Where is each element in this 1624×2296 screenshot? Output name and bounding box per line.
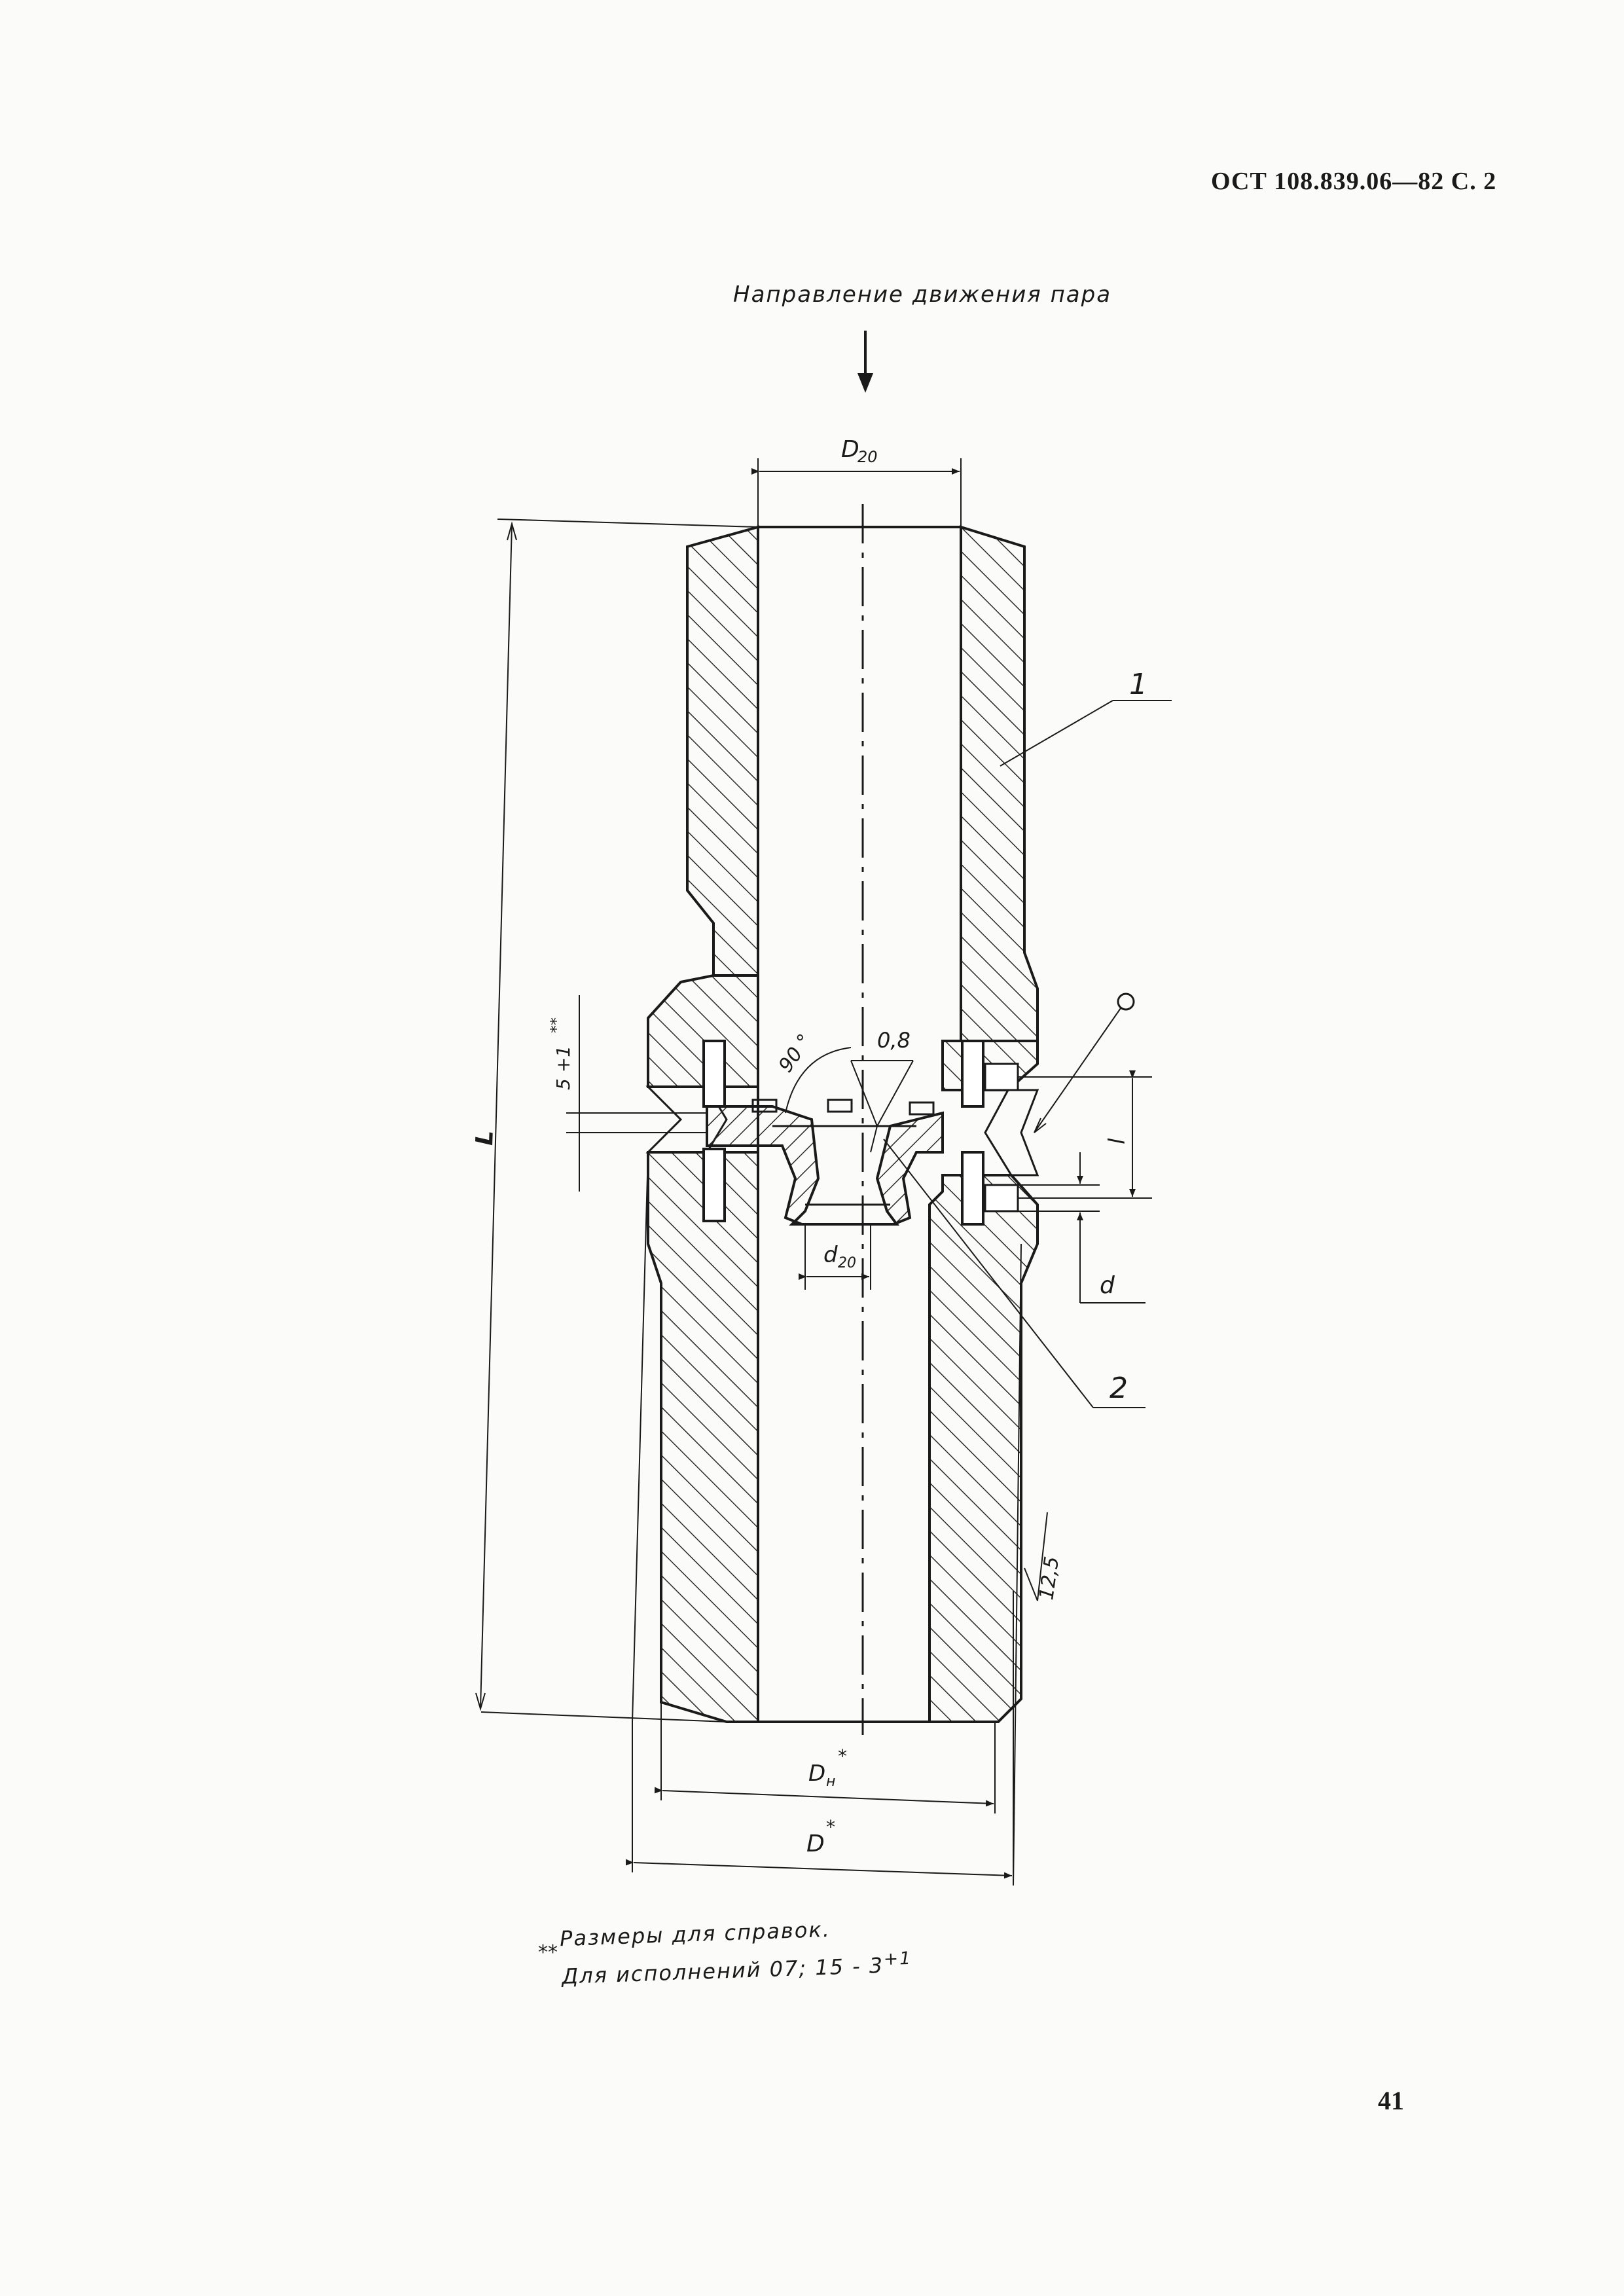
label-roughness-main: 12,5 — [1035, 1555, 1064, 1601]
dimension-length — [475, 519, 759, 1722]
label-d-outer: D — [806, 1831, 825, 1857]
notes-star-marks: ** — [538, 1941, 558, 1964]
dimension-dn — [654, 1702, 996, 1813]
insert-bolt — [827, 1099, 853, 1113]
roughness-symbol-main — [1024, 1512, 1048, 1601]
dimension-pin-l — [1018, 1070, 1152, 1199]
label-d20-small-sub: 20 — [838, 1255, 856, 1271]
flow-direction-label: Направление движения пара — [733, 282, 1112, 308]
label-d-outer-mark: * — [826, 1816, 835, 1838]
document-code: ОСТ 108.839.06—82 С. 2 — [1211, 168, 1497, 195]
callout-1-leader — [1000, 700, 1172, 767]
left-wall-upper — [686, 525, 759, 977]
label-d20-top: D — [841, 436, 859, 463]
label-roughness-small: 0,8 — [877, 1028, 911, 1053]
label-length: L — [471, 1130, 499, 1146]
dimension-d20-small — [799, 1224, 871, 1290]
note-variants-sup: +1 — [883, 1948, 912, 1970]
right-wall-lower — [928, 1174, 1039, 1723]
dimension-gap — [566, 995, 707, 1192]
label-angle: 90 ° — [774, 1030, 817, 1076]
angle-arc — [785, 1047, 852, 1114]
label-pin-l: l — [1104, 1138, 1130, 1144]
right-wall-upper — [960, 525, 1039, 1042]
right-weld — [984, 1089, 1039, 1176]
label-gap: 5 +1 — [552, 1046, 574, 1090]
pin-right-lower — [961, 1151, 984, 1226]
label-dn-mark: * — [838, 1745, 847, 1767]
callout-part-2: 2 — [1110, 1372, 1128, 1405]
dimension-d20-top — [751, 458, 962, 527]
left-wall-lower — [647, 1151, 759, 1723]
weld-callout — [1034, 993, 1135, 1133]
label-dn-sub: н — [826, 1774, 835, 1790]
dimension-pin-d — [1018, 1152, 1146, 1303]
label-gap-mark: ** — [547, 1017, 566, 1033]
label-d20-small: d — [823, 1242, 838, 1268]
orifice-insert — [706, 1105, 944, 1226]
label-pin-d: d — [1100, 1272, 1115, 1299]
page-number: 41 — [1378, 2086, 1404, 2115]
side-pin-lower — [984, 1184, 1019, 1212]
dimension-d-outer — [625, 1152, 1022, 1886]
pin-left-upper — [702, 1040, 726, 1108]
label-dn: D — [808, 1760, 825, 1787]
callout-part-1: 1 — [1129, 668, 1147, 701]
flow-arrow — [857, 331, 873, 393]
pin-left-lower — [702, 1148, 726, 1222]
pin-right-upper — [961, 1040, 984, 1108]
insert-bolt — [751, 1099, 778, 1113]
roughness-symbol-small — [850, 1060, 914, 1153]
side-pin-upper — [984, 1063, 1019, 1091]
insert-bolt — [909, 1101, 935, 1116]
callout-2-leader — [883, 1139, 1146, 1408]
label-d20-top-sub: 20 — [857, 448, 878, 466]
